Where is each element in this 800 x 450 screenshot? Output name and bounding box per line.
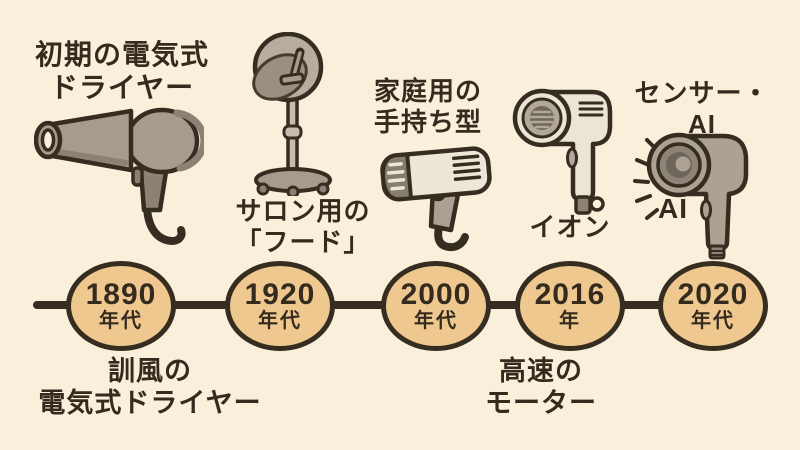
node-year: 1890: [85, 277, 157, 311]
caption-ion: イオン: [529, 212, 610, 243]
caption-early-electric-dryer: 初期の電気式 ドライヤー: [35, 38, 209, 104]
early-dryer-icon: [34, 107, 204, 246]
timeline-node-2020: 2020 年代: [658, 261, 768, 351]
caption-line: イオン: [529, 212, 611, 242]
caption-sensor-ai: センサー・ AI: [634, 78, 769, 139]
ai-sensor-dryer-icon: [633, 132, 749, 260]
timeline-node-1890: 1890 年代: [66, 261, 176, 351]
ion-dryer-icon: [512, 88, 613, 215]
node-era: 年代: [414, 309, 458, 332]
salon-hood-dryer-icon: [252, 32, 332, 196]
caption-line: 「フード」: [235, 226, 371, 257]
caption-line: AI: [658, 193, 688, 224]
caption-high-speed-motor: 高速の モーター: [485, 356, 597, 420]
caption-salon-hood: サロン用の 「フード」: [235, 196, 370, 257]
caption-line: 訓風の: [107, 356, 192, 386]
caption-line: 家庭用の: [373, 76, 483, 106]
timeline-node-1920: 1920 年代: [225, 261, 335, 351]
timeline-node-2016: 2016 年: [515, 261, 625, 351]
caption-line: 高速の: [499, 356, 583, 386]
node-era: 年代: [99, 309, 143, 332]
handheld-dryer-icon: [380, 146, 492, 252]
node-era: 年: [559, 309, 581, 332]
timeline-node-2000: 2000 年代: [381, 261, 491, 351]
node-year: 2020: [677, 277, 749, 311]
caption-warm-air-dryer: 訓風の 電気式ドライヤー: [38, 356, 261, 420]
caption-line: AI: [687, 108, 716, 139]
node-year: 1920: [244, 277, 316, 311]
label-ai-device: AI: [658, 192, 688, 225]
node-era: 年代: [691, 309, 735, 332]
caption-line: ドライヤー: [49, 72, 195, 104]
node-year: 2000: [400, 277, 472, 311]
caption-line: 電気式ドライヤー: [38, 387, 262, 418]
node-year: 2016: [534, 277, 606, 311]
caption-line: モーター: [485, 387, 597, 418]
caption-line: サロン用の: [235, 196, 371, 226]
timeline-axis: [33, 301, 713, 309]
caption-home-handheld: 家庭用の 手持ち型: [374, 76, 482, 137]
caption-line: 手持ち型: [373, 106, 483, 137]
caption-line: 初期の電気式: [34, 39, 210, 70]
node-era: 年代: [258, 309, 302, 332]
caption-line: センサー・: [634, 78, 770, 108]
